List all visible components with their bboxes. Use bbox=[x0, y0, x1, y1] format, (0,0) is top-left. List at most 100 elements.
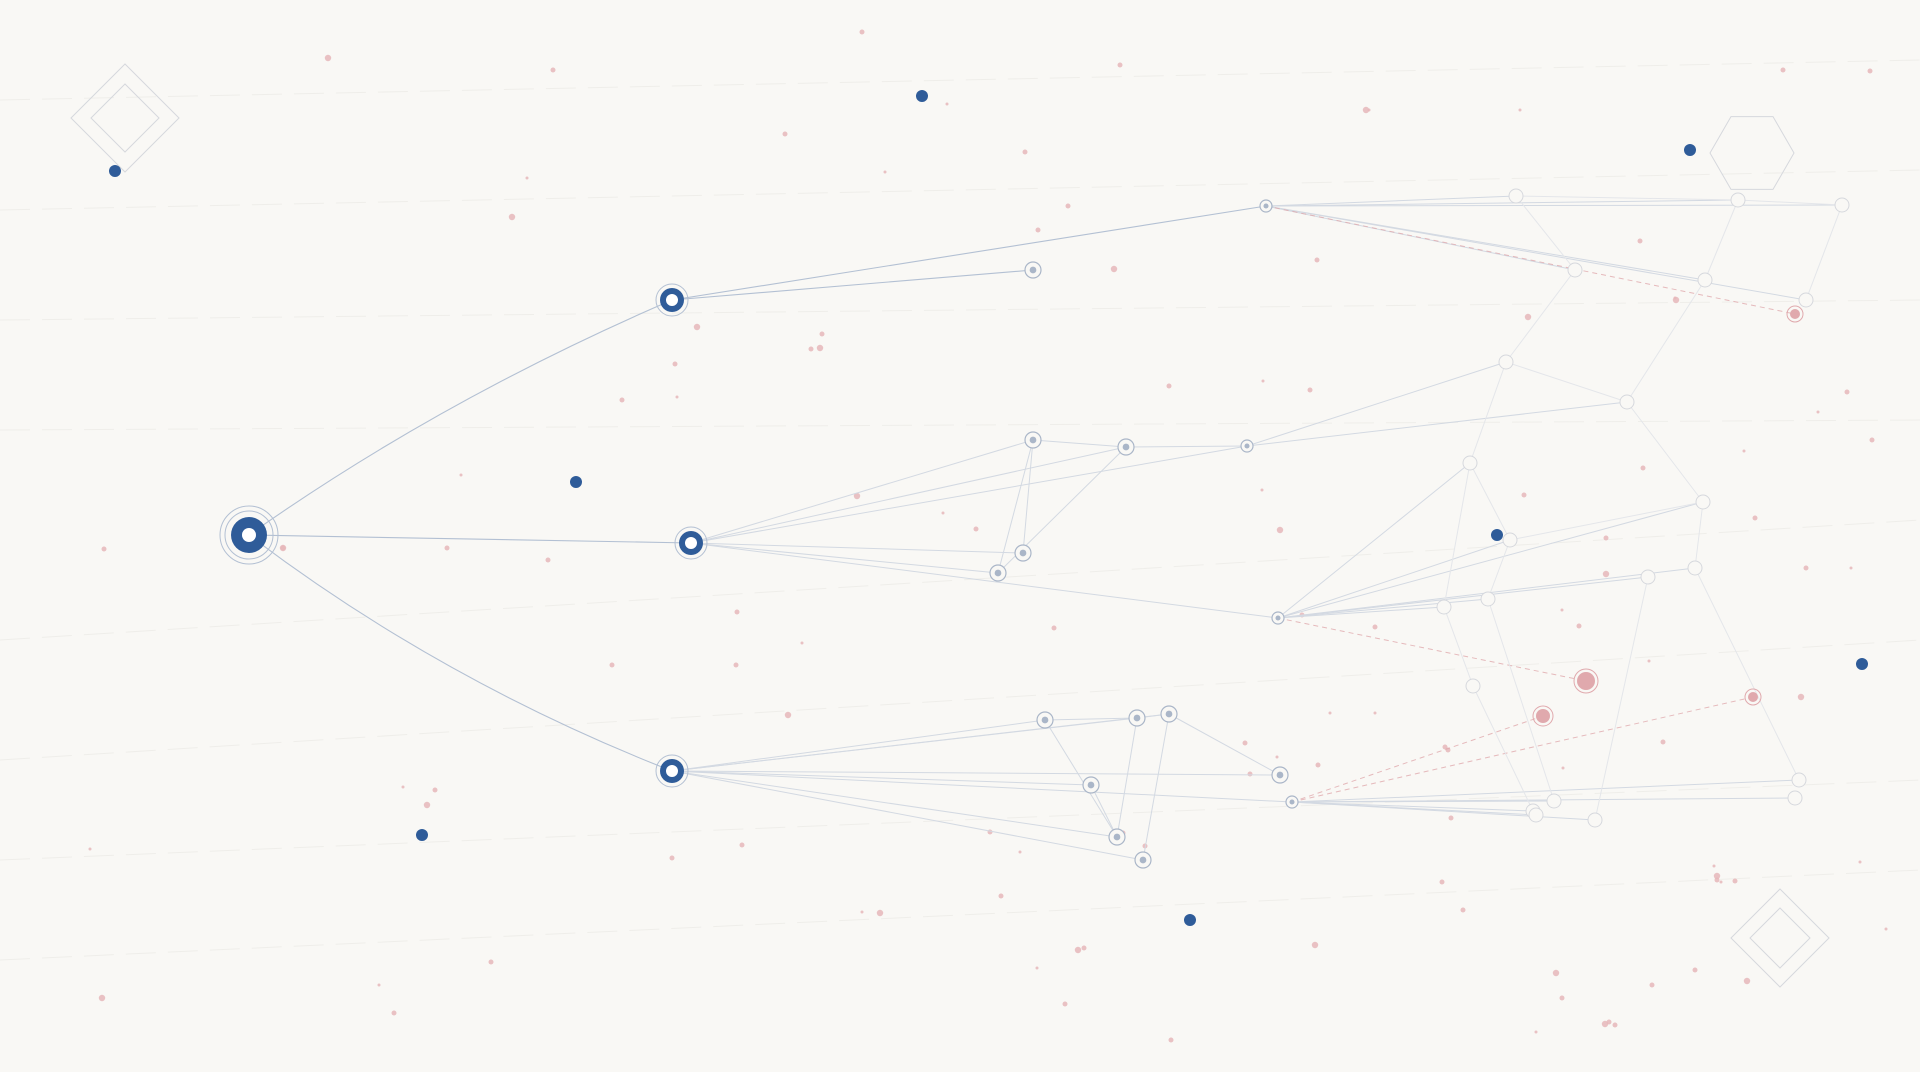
edge bbox=[1125, 445, 1248, 448]
node-f12[interactable] bbox=[1436, 599, 1452, 615]
node-f22[interactable] bbox=[1528, 807, 1544, 823]
node-root[interactable] bbox=[219, 505, 279, 565]
accent-dot-pink bbox=[1314, 257, 1320, 263]
accent-dot-blue bbox=[416, 829, 428, 841]
node-l5[interactable] bbox=[1271, 766, 1289, 784]
node-b1[interactable] bbox=[655, 283, 689, 317]
node-f10[interactable] bbox=[1502, 532, 1518, 548]
node-l3[interactable] bbox=[1160, 705, 1178, 723]
edge bbox=[248, 534, 673, 772]
accent-dot-pink bbox=[1081, 945, 1087, 951]
accent-dot-pink bbox=[819, 331, 825, 337]
node-m3[interactable] bbox=[1240, 439, 1254, 453]
node-p3[interactable] bbox=[1532, 705, 1554, 727]
accent-dot-pink bbox=[941, 511, 945, 515]
accent-dot-pink bbox=[1752, 515, 1758, 521]
node-p2[interactable] bbox=[1573, 668, 1599, 694]
node-f19[interactable] bbox=[1587, 812, 1603, 828]
edge bbox=[671, 719, 1046, 772]
accent-dot-pink bbox=[1576, 623, 1582, 629]
node-t1[interactable] bbox=[1024, 261, 1042, 279]
node-l8[interactable] bbox=[1285, 795, 1299, 809]
edge bbox=[671, 770, 1281, 776]
node-m6[interactable] bbox=[1271, 611, 1285, 625]
node-f13[interactable] bbox=[1480, 591, 1496, 607]
node-m4[interactable] bbox=[1014, 544, 1032, 562]
accent-dot-pink bbox=[1022, 149, 1028, 155]
node-l4[interactable] bbox=[1082, 776, 1100, 794]
edge bbox=[1694, 501, 1704, 569]
edge bbox=[671, 269, 1034, 301]
node-center bbox=[685, 537, 697, 549]
decorative-shapes bbox=[70, 63, 1830, 988]
node-l7[interactable] bbox=[1134, 851, 1152, 869]
edge bbox=[671, 205, 1267, 301]
edge bbox=[1277, 501, 1704, 619]
node-f14[interactable] bbox=[1640, 569, 1656, 585]
node-f2[interactable] bbox=[1730, 192, 1746, 208]
node-p4[interactable] bbox=[1744, 688, 1762, 706]
accent-dot-blue bbox=[1684, 144, 1696, 156]
accent-dot-pink bbox=[1647, 659, 1651, 663]
node-l6[interactable] bbox=[1108, 828, 1126, 846]
accent-dot-pink bbox=[1692, 967, 1698, 973]
accent-dot-pink bbox=[1858, 860, 1862, 864]
background-streak bbox=[0, 779, 1920, 861]
node-f4[interactable] bbox=[1567, 262, 1583, 278]
edge bbox=[1805, 204, 1843, 301]
edge bbox=[1291, 797, 1796, 803]
edge bbox=[1505, 269, 1576, 363]
node-f21[interactable] bbox=[1787, 790, 1803, 806]
node-l2[interactable] bbox=[1128, 709, 1146, 727]
accent-dot-pink bbox=[1328, 711, 1332, 715]
node-core bbox=[1041, 716, 1049, 724]
node-f9[interactable] bbox=[1462, 455, 1478, 471]
accent-dot-pink bbox=[672, 361, 678, 367]
node-p1[interactable] bbox=[1786, 305, 1804, 323]
node-m5[interactable] bbox=[989, 564, 1007, 582]
accent-dot-pink bbox=[734, 609, 740, 615]
node-f6[interactable] bbox=[1798, 292, 1814, 308]
diamond-outer-bottom-right bbox=[1730, 888, 1830, 988]
nodes[interactable] bbox=[219, 188, 1850, 869]
node-l1[interactable] bbox=[1036, 711, 1054, 729]
edge bbox=[671, 770, 1118, 838]
edge bbox=[1265, 195, 1517, 207]
accent-dot-pink bbox=[1367, 108, 1371, 112]
node-f15[interactable] bbox=[1687, 560, 1703, 576]
accent-dot-pink bbox=[550, 67, 556, 73]
node-f16[interactable] bbox=[1465, 678, 1481, 694]
accent-dot-pink bbox=[1372, 624, 1378, 630]
accent-dot-blue bbox=[1184, 914, 1196, 926]
node-f7[interactable] bbox=[1498, 354, 1514, 370]
node-center bbox=[666, 765, 678, 777]
node-f20[interactable] bbox=[1791, 772, 1807, 788]
accent-dot-pink bbox=[973, 526, 979, 532]
node-core bbox=[1790, 309, 1800, 319]
node-f3[interactable] bbox=[1834, 197, 1850, 213]
node-f5[interactable] bbox=[1697, 272, 1713, 288]
node-m1[interactable] bbox=[1024, 431, 1042, 449]
edge bbox=[1626, 279, 1706, 403]
node-t2[interactable] bbox=[1259, 199, 1273, 213]
accent-dot-blue bbox=[1491, 529, 1503, 541]
node-f8[interactable] bbox=[1619, 394, 1635, 410]
node-m2[interactable] bbox=[1117, 438, 1135, 456]
accent-dot-pink bbox=[1261, 379, 1265, 383]
node-f11[interactable] bbox=[1695, 494, 1711, 510]
node-b2[interactable] bbox=[674, 526, 708, 560]
edge bbox=[1515, 195, 1739, 201]
node-core bbox=[1133, 714, 1141, 722]
node-halo bbox=[674, 526, 708, 560]
node-f17[interactable] bbox=[1546, 793, 1562, 809]
node-f1[interactable] bbox=[1508, 188, 1524, 204]
edge bbox=[1265, 204, 1843, 207]
edge bbox=[1487, 598, 1555, 802]
background-streak bbox=[0, 169, 1920, 211]
node-b3[interactable] bbox=[655, 754, 689, 788]
accent-dot-pink bbox=[1311, 941, 1319, 949]
accent-dot-pink bbox=[1612, 1022, 1618, 1028]
accent-dot-pink bbox=[1637, 238, 1643, 244]
accent-dot-pink bbox=[853, 492, 861, 500]
